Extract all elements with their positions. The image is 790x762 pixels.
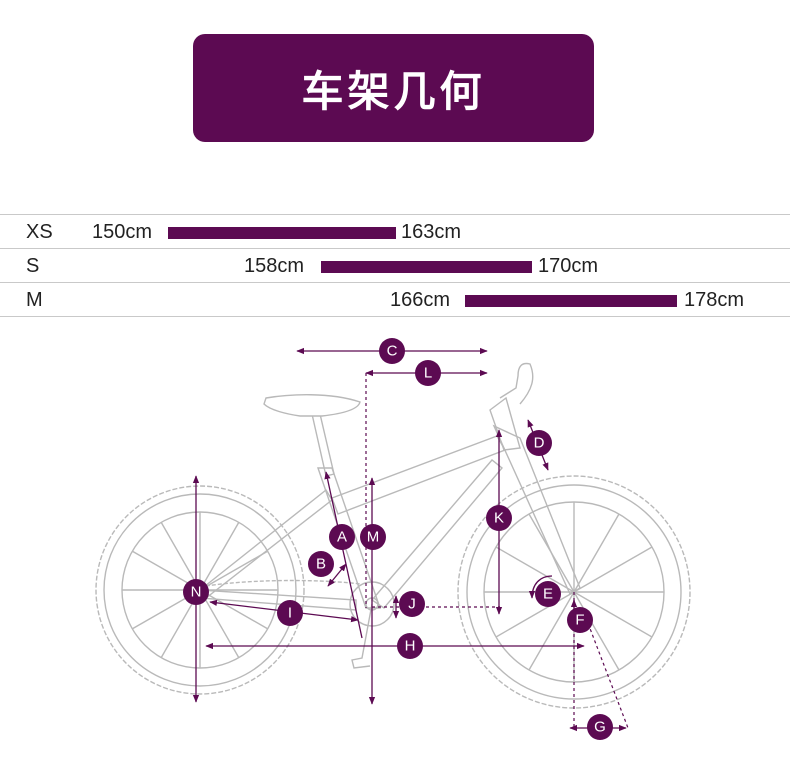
size-row-m: M 166cm 178cm <box>0 282 790 317</box>
svg-text:M: M <box>367 529 380 546</box>
dim-arc-e <box>528 575 553 599</box>
badge-g: G <box>587 714 613 740</box>
height-max: 178cm <box>684 289 745 311</box>
svg-text:A: A <box>337 529 347 546</box>
dim-guide-g2 <box>585 617 629 729</box>
dim-line-b <box>327 563 347 587</box>
svg-text:H: H <box>405 638 416 655</box>
svg-text:E: E <box>543 586 553 603</box>
size-row-xs: XS 150cm 163cm <box>0 214 790 248</box>
geometry-diagram: C L D K A M B N J E I F H G <box>95 338 691 740</box>
svg-text:N: N <box>191 584 202 601</box>
dimension-badges: C L D K A M B N J E I F H G <box>183 338 613 740</box>
handlebar <box>499 362 534 405</box>
height-min: 158cm <box>244 255 305 277</box>
size-row-s: S 158cm 170cm <box>0 248 790 282</box>
height-max: 163cm <box>401 221 462 243</box>
svg-text:B: B <box>316 556 326 573</box>
svg-text:G: G <box>594 719 606 736</box>
dim-line-a <box>324 471 363 639</box>
title-banner: 车架几何 <box>193 34 594 142</box>
dimension-lines <box>192 347 629 732</box>
height-range-bar <box>465 295 677 307</box>
bike-illustration <box>95 362 691 709</box>
rear-tire-inner <box>103 493 297 687</box>
badge-d: D <box>526 430 552 456</box>
badge-b: B <box>308 551 334 577</box>
badge-f: F <box>567 607 593 633</box>
badge-i: I <box>277 600 303 626</box>
height-max: 170cm <box>538 255 599 277</box>
height-min: 166cm <box>390 289 451 311</box>
front-tire-inner <box>466 484 682 700</box>
badge-c: C <box>379 338 405 364</box>
svg-text:D: D <box>534 435 545 452</box>
badge-a: A <box>329 524 355 550</box>
size-label: XS <box>26 221 53 243</box>
badge-n: N <box>183 579 209 605</box>
rear-tire <box>95 485 305 695</box>
height-min: 150cm <box>92 221 153 243</box>
svg-text:F: F <box>575 612 584 629</box>
svg-text:L: L <box>424 365 432 382</box>
badge-h: H <box>397 633 423 659</box>
height-range-bar <box>168 227 396 239</box>
badge-k: K <box>486 505 512 531</box>
svg-text:C: C <box>387 343 398 360</box>
badge-l: L <box>415 360 441 386</box>
svg-text:J: J <box>408 596 416 613</box>
chain <box>205 579 361 587</box>
crank-arm <box>351 603 373 669</box>
badge-m: M <box>360 524 386 550</box>
badge-e: E <box>535 581 561 607</box>
badge-j: J <box>399 591 425 617</box>
svg-text:I: I <box>288 605 292 622</box>
svg-text:K: K <box>494 510 504 527</box>
size-label: M <box>26 289 43 311</box>
size-label: S <box>26 255 40 277</box>
page-title: 车架几何 <box>301 66 486 116</box>
height-range-bar <box>321 261 532 273</box>
saddle <box>263 394 361 417</box>
size-chart: XS 150cm 163cm S 158cm 170cm M 166cm 178… <box>0 214 790 317</box>
frame <box>199 396 581 611</box>
seatpost <box>311 413 335 477</box>
